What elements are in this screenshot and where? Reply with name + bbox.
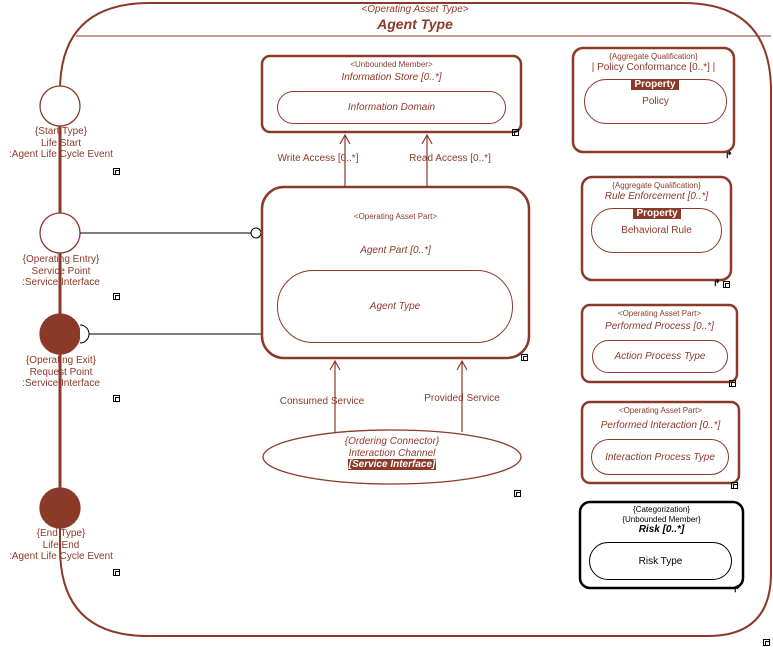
read-access-label: Read Access [0..*] xyxy=(409,153,491,164)
agent-part-title: Agent Part [0..*] xyxy=(360,245,431,256)
connector-type: {Ordering Connector} xyxy=(344,436,440,447)
start-label-name: Life Start xyxy=(40,137,82,149)
read-access-arrowhead xyxy=(421,133,433,145)
outer-frame xyxy=(59,1,772,637)
entry-label-type: {Operating Entry} xyxy=(22,254,100,265)
start-label-kind: :Agent Life Cycle Event xyxy=(9,149,113,160)
entry-port[interactable] xyxy=(39,212,81,254)
process-expand-icon[interactable] xyxy=(729,380,736,387)
interaction-stereotype: <Operating Asset Part> xyxy=(618,406,703,415)
risk-type-label: Risk Type xyxy=(638,555,683,567)
policy-stereotype: {Aggregate Qualification} xyxy=(609,52,698,61)
policy-label: Policy xyxy=(642,96,669,107)
action-process-pill[interactable]: Action Process Type xyxy=(592,340,728,373)
start-port[interactable] xyxy=(39,85,81,127)
process-stereotype: <Operating Asset Part> xyxy=(617,309,702,318)
entry-label-name: Service Point xyxy=(31,265,91,277)
entry-socket xyxy=(250,227,262,239)
rule-corner-icon[interactable]: ↱ xyxy=(713,278,721,288)
entry-label-kind: :Service Interface xyxy=(22,277,100,288)
connector-name: Interaction Channel xyxy=(348,447,436,459)
information-domain-pill[interactable]: Information Domain xyxy=(277,91,506,124)
interaction-process-pill[interactable]: Interaction Process Type xyxy=(591,439,729,475)
page-title: Agent Type xyxy=(377,16,453,32)
end-expand-icon[interactable] xyxy=(113,569,120,576)
entry-label: {Operating Entry} Service Point :Service… xyxy=(0,254,122,289)
rule-title: Rule Enforcement [0..*] xyxy=(604,191,709,202)
write-access-arrowhead xyxy=(339,133,351,145)
exit-lollipop xyxy=(79,324,90,344)
info-store-expand-icon[interactable] xyxy=(512,129,519,136)
start-label: {Start Type} Life Start :Agent Life Cycl… xyxy=(0,126,122,161)
write-access-label: Write Access [0..*] xyxy=(277,153,359,164)
risk-corner-icon[interactable]: ↱ xyxy=(733,584,741,594)
agent-type-label: Agent Type xyxy=(369,301,421,312)
exit-label-type: {Operating Exit} xyxy=(25,355,97,366)
end-label-kind: :Agent Life Cycle Event xyxy=(9,551,113,562)
exit-label-kind: :Service Interface xyxy=(22,378,100,389)
header-stereotype: <Operating Asset Type> xyxy=(361,4,469,15)
policy-title: | Policy Conformance [0..*] | xyxy=(591,62,716,73)
process-title: Performed Process [0..*] xyxy=(605,321,714,332)
entry-expand-icon[interactable] xyxy=(113,293,120,300)
agent-part-expand-icon[interactable] xyxy=(521,354,528,361)
info-store-stereotype: <Unbounded Member> xyxy=(350,60,433,69)
risk-title: Risk [0..*] xyxy=(638,524,685,535)
agent-part-stereotype: <Operating Asset Part> xyxy=(353,212,438,221)
end-label-name: Life End xyxy=(42,539,80,551)
end-label: {End Type} Life End :Agent Life Cycle Ev… xyxy=(0,528,122,563)
connector-label: {Ordering Connector} Interaction Channel… xyxy=(292,436,492,471)
exit-expand-icon[interactable] xyxy=(113,395,120,402)
start-expand-icon[interactable] xyxy=(113,168,120,175)
interaction-process-label: Interaction Process Type xyxy=(605,451,715,463)
provided-service-arrowhead xyxy=(456,359,468,371)
policy-property-badge: Property xyxy=(631,79,679,90)
exit-port[interactable] xyxy=(39,313,81,355)
behavioral-rule-label: Behavioral Rule xyxy=(621,225,692,236)
start-label-type: {Start Type} xyxy=(34,126,88,137)
interaction-expand-icon[interactable] xyxy=(731,482,738,489)
end-port[interactable] xyxy=(39,487,81,529)
provided-service-label: Provided Service xyxy=(424,393,500,404)
exit-label-name: Request Point xyxy=(29,366,93,378)
rule-property-badge: Property xyxy=(633,208,681,219)
information-domain-label: Information Domain xyxy=(347,102,436,113)
connector-interface: [Service Interface] xyxy=(347,459,437,470)
info-store-title: Information Store [0..*] xyxy=(341,72,442,83)
rule-expand-icon[interactable] xyxy=(723,281,730,288)
policy-corner-icon[interactable]: ↱ xyxy=(725,150,733,160)
risk-type-pill[interactable]: Risk Type xyxy=(589,542,732,580)
connector-expand-icon[interactable] xyxy=(514,490,521,497)
risk-stereotype-1: {Categorization} xyxy=(633,505,690,514)
exit-label: {Operating Exit} Request Point :Service … xyxy=(0,355,122,390)
end-label-type: {End Type} xyxy=(36,528,86,539)
interaction-title: Performed Interaction [0..*] xyxy=(600,420,721,431)
risk-stereotype-2: {Unbounded Member} xyxy=(622,515,701,524)
interaction-channel-ellipse[interactable] xyxy=(262,429,522,485)
consumed-service-label: Consumed Service xyxy=(279,396,365,407)
agent-type-pill[interactable]: Agent Type xyxy=(277,270,513,343)
rule-stereotype: {Aggregate Qualification} xyxy=(612,181,701,190)
consumed-service-arrowhead xyxy=(329,359,341,371)
action-process-label: Action Process Type xyxy=(614,351,706,362)
frame-expand-icon[interactable] xyxy=(763,639,770,646)
